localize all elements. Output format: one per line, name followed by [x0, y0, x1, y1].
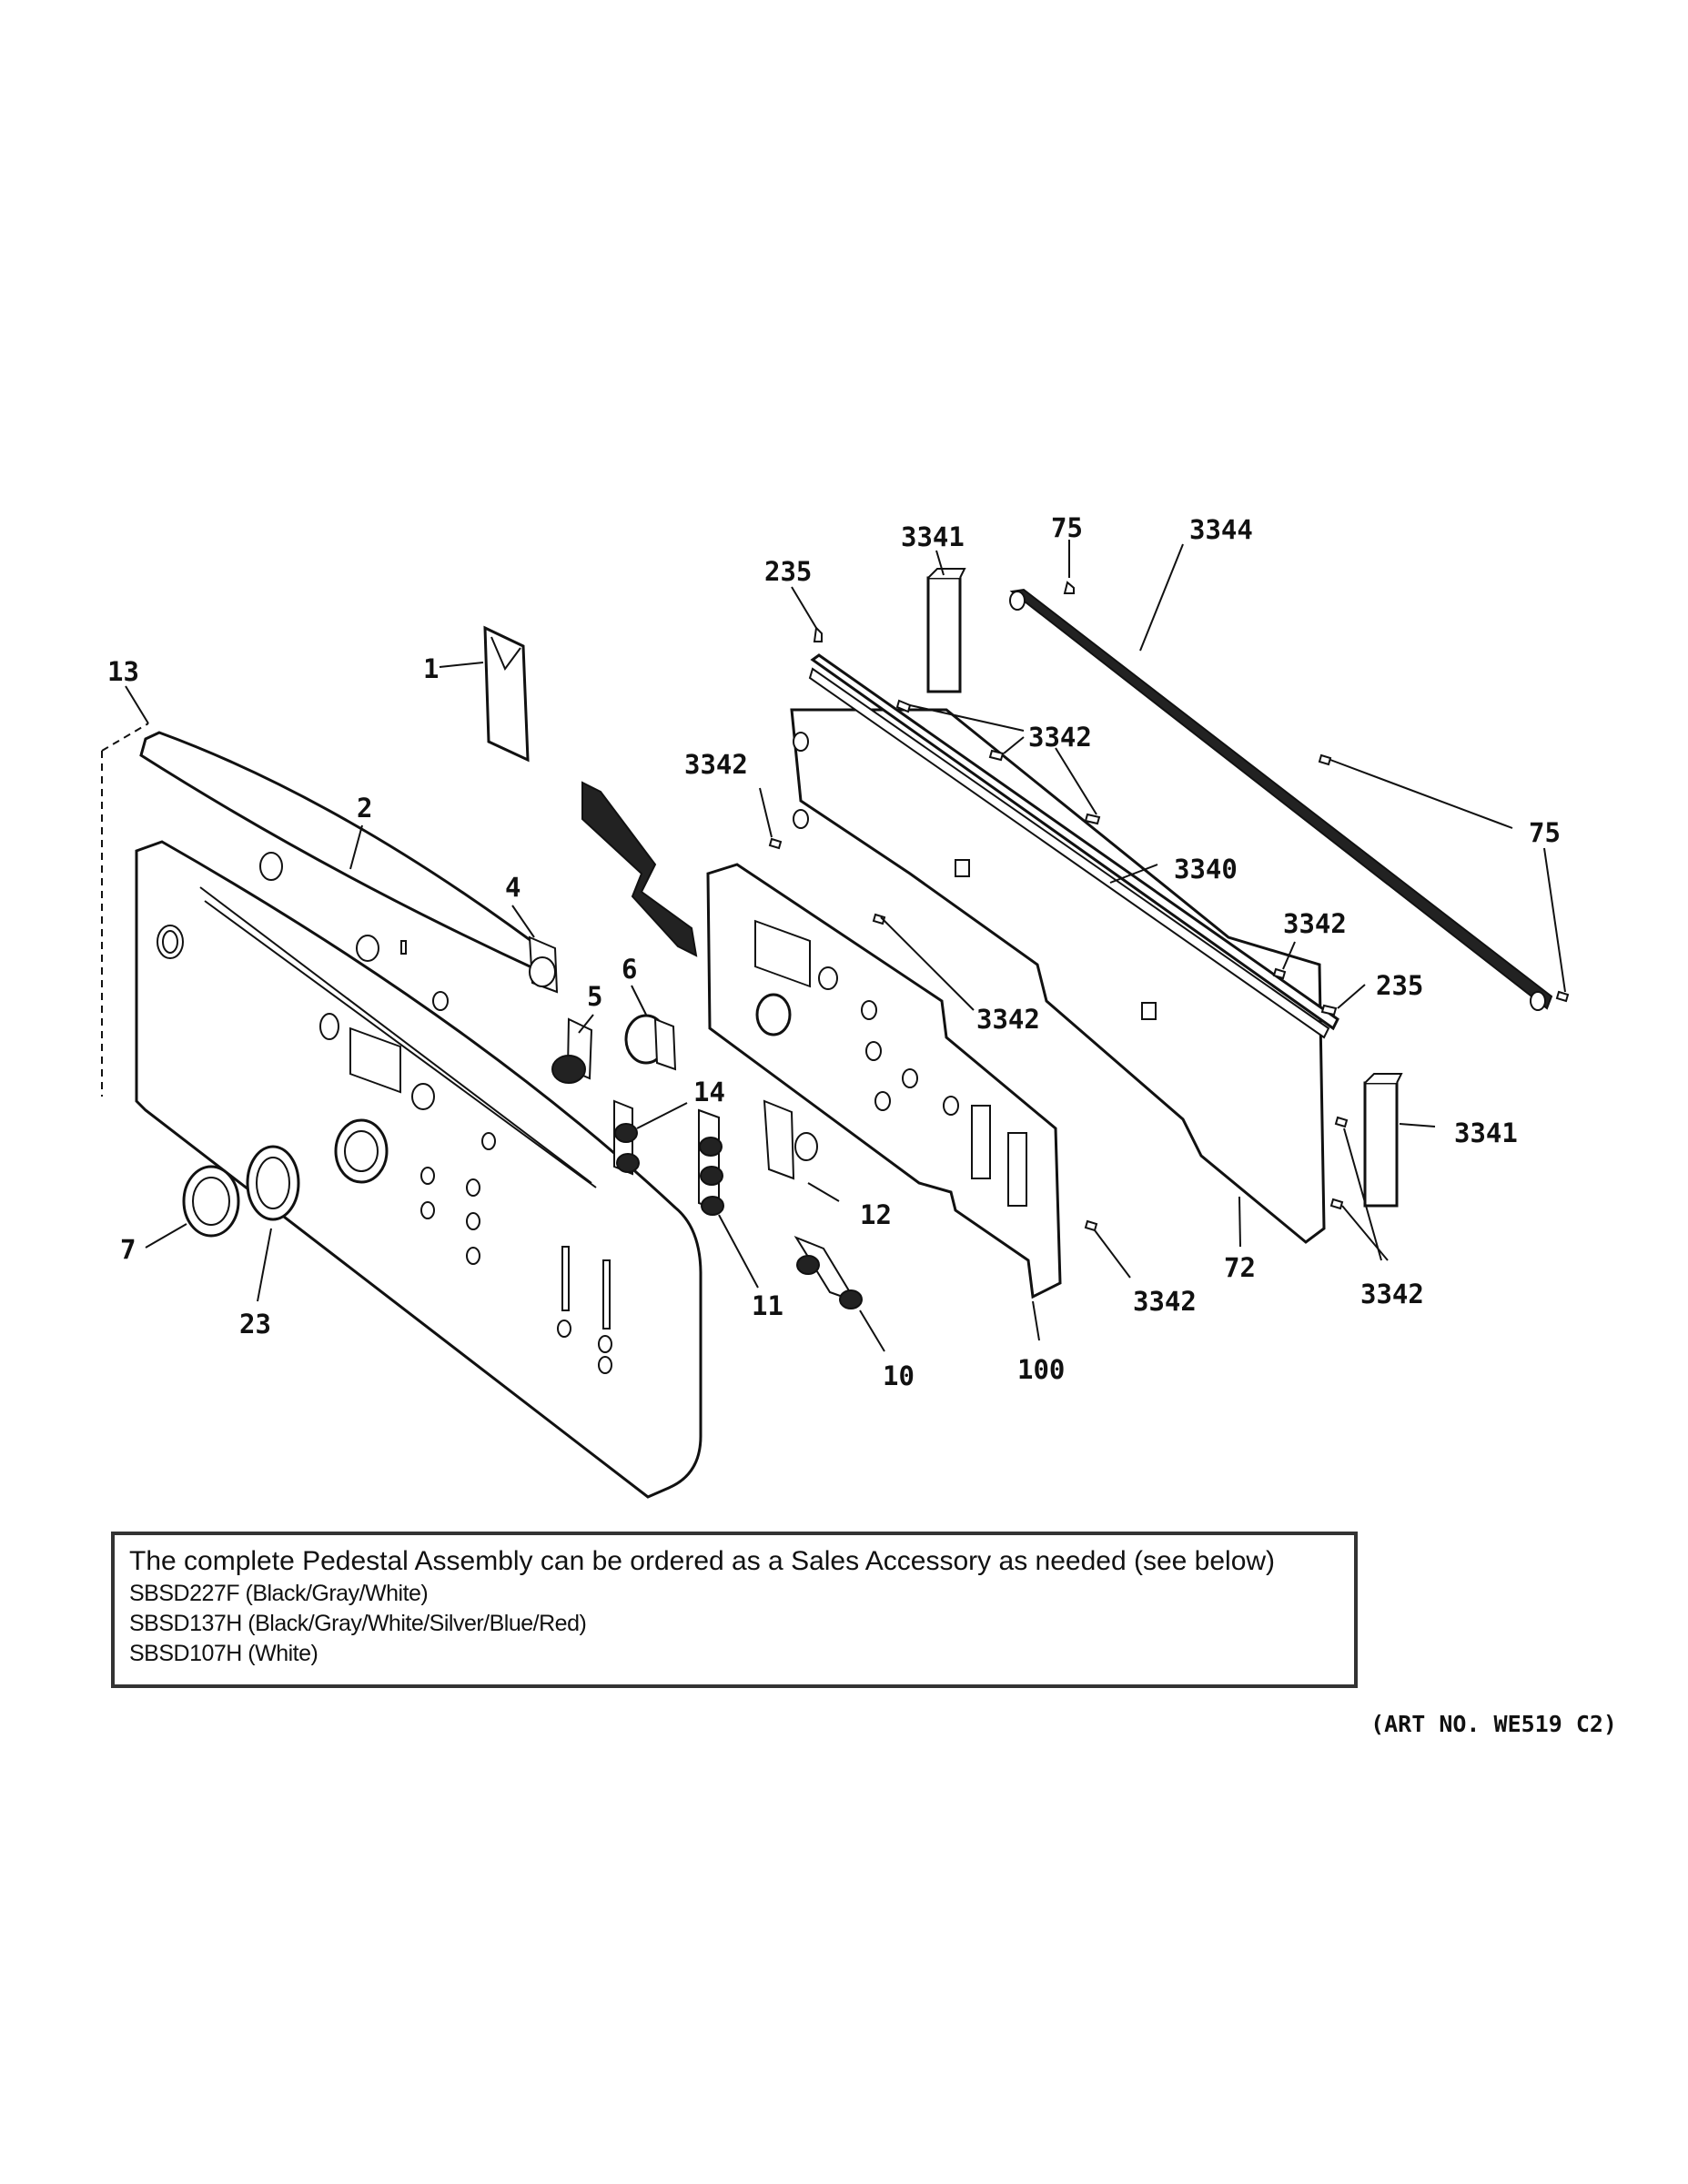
callout-235-right: 235: [1376, 970, 1423, 1001]
pedestal-accessory-note: The complete Pedestal Assembly can be or…: [111, 1532, 1358, 1688]
callout-10: 10: [883, 1360, 915, 1391]
screws: [768, 581, 1570, 1232]
note-model-line: SBSD107H (White): [129, 1641, 318, 1666]
leader-lines: [125, 540, 1566, 1352]
callout-3342-left: 3342: [684, 749, 748, 780]
part-ribbon-cable: [581, 781, 698, 957]
part-23-knob-ring: [246, 1145, 300, 1221]
callout-7: 7: [120, 1234, 136, 1265]
part-6-knob-switch: [624, 1014, 677, 1071]
callout-14: 14: [693, 1077, 725, 1107]
callout-3342-top: 3342: [1028, 722, 1092, 753]
callout-3342-bottom-right: 3342: [1360, 1279, 1424, 1309]
callout-3340: 3340: [1174, 854, 1238, 885]
callout-75-right: 75: [1529, 817, 1561, 848]
part-2-trim-strip: [139, 731, 556, 1011]
callout-75-top: 75: [1051, 512, 1083, 543]
callout-2: 2: [357, 793, 372, 824]
callout-3341-top: 3341: [901, 521, 965, 552]
callout-13: 13: [107, 656, 139, 687]
callout-23: 23: [239, 1309, 271, 1340]
callout-12: 12: [860, 1199, 892, 1230]
callout-3342-bottom-center: 3342: [1133, 1286, 1197, 1317]
part-3344-trim-strip: [1009, 588, 1553, 1011]
part-12-switch: [763, 1099, 818, 1180]
part-11-button-group: [698, 1108, 724, 1216]
part-13-assembly-outline: [101, 723, 149, 1097]
note-headline: The complete Pedestal Assembly can be or…: [129, 1546, 1276, 1576]
part-100-control-board: [706, 863, 1062, 1299]
part-1-label: [483, 625, 530, 763]
callout-3341-bottom: 3341: [1454, 1117, 1518, 1148]
part-3341-foam-block-top: [926, 568, 966, 693]
callout-4: 4: [505, 872, 521, 903]
part-14-button-group: [613, 1099, 640, 1176]
part-control-panel-front: [135, 840, 702, 1499]
callout-11: 11: [752, 1290, 783, 1321]
part-5-switch: [551, 1017, 593, 1084]
callout-5: 5: [587, 981, 602, 1012]
part-3341-foam-block-bottom: [1363, 1073, 1403, 1208]
note-model-line: SBSD137H (Black/Gray/White/Silver/Blue/R…: [129, 1611, 587, 1636]
part-10-button-group: [793, 1235, 863, 1309]
callout-1: 1: [423, 653, 439, 684]
callout-72: 72: [1224, 1252, 1256, 1283]
callout-3342-center: 3342: [976, 1004, 1040, 1035]
note-model-line: SBSD227F (Black/Gray/White): [129, 1581, 429, 1606]
callout-3344: 3344: [1189, 514, 1253, 545]
callout-100: 100: [1017, 1354, 1065, 1385]
part-3340-rail: [808, 653, 1339, 1039]
part-72-bracket: [790, 708, 1326, 1244]
callout-6: 6: [622, 954, 637, 985]
callout-labels: 13 1 2 4 5 6 7 23 14 11 12 10 100 72 235…: [107, 512, 1561, 1391]
art-number: (ART NO. WE519 C2): [1370, 1711, 1617, 1737]
part-4-switch: [528, 935, 559, 994]
part-7-knob: [182, 1165, 240, 1238]
callout-3342-right: 3342: [1283, 908, 1347, 939]
callout-235-top: 235: [764, 556, 812, 587]
